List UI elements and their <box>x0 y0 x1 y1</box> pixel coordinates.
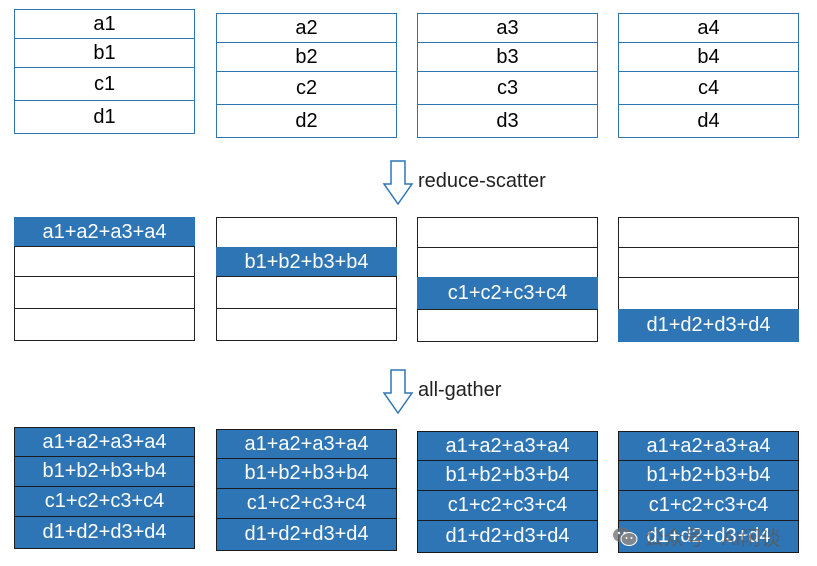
reduced-cell: c1+c2+c3+c4 <box>417 277 598 310</box>
input-cell: c2 <box>216 71 397 105</box>
input-column-1: a1 b1 c1 d1 <box>14 9 195 134</box>
input-cell: b2 <box>216 42 397 72</box>
input-cell: d2 <box>216 104 397 138</box>
empty-cell <box>14 308 195 341</box>
empty-cell <box>216 308 397 341</box>
gathered-cell: c1+c2+c3+c4 <box>216 488 397 519</box>
input-column-4: a4 b4 c4 d4 <box>618 13 799 138</box>
reduce-scatter-column-2: b1+b2+b3+b4 <box>216 217 397 341</box>
down-arrow-icon <box>382 369 414 415</box>
gathered-cell: c1+c2+c3+c4 <box>417 490 598 521</box>
input-column-3: a3 b3 c3 d3 <box>417 13 598 138</box>
reduce-scatter-column-3: c1+c2+c3+c4 <box>417 217 598 342</box>
watermark: 公众号 · AI闲谈 <box>612 522 781 551</box>
input-column-2: a2 b2 c2 d2 <box>216 13 397 138</box>
input-cell: c1 <box>14 67 195 101</box>
reduce-scatter-label: reduce-scatter <box>418 170 546 192</box>
input-cell: c4 <box>618 71 799 105</box>
gathered-cell: b1+b2+b3+b4 <box>14 456 195 487</box>
input-cell: a2 <box>216 13 397 43</box>
gathered-cell: d1+d2+d3+d4 <box>417 520 598 553</box>
reduced-cell: b1+b2+b3+b4 <box>216 247 397 277</box>
input-cell: a1 <box>14 9 195 39</box>
down-arrow-icon <box>382 160 414 206</box>
all-gather-label: all-gather <box>418 379 502 401</box>
input-cell: c3 <box>417 71 598 105</box>
input-cell: d4 <box>618 104 799 138</box>
input-cell: a4 <box>618 13 799 43</box>
gathered-cell: d1+d2+d3+d4 <box>216 518 397 551</box>
input-cell: d1 <box>14 100 195 134</box>
input-cell: b4 <box>618 42 799 72</box>
gathered-cell: a1+a2+a3+a4 <box>14 427 195 457</box>
empty-cell <box>417 309 598 342</box>
empty-cell <box>417 217 598 248</box>
empty-cell <box>618 217 799 248</box>
all-gather-column-2: a1+a2+a3+a4 b1+b2+b3+b4 c1+c2+c3+c4 d1+d… <box>216 429 397 551</box>
empty-cell <box>216 276 397 309</box>
reduce-scatter-column-1: a1+a2+a3+a4 <box>14 217 195 341</box>
gathered-cell: b1+b2+b3+b4 <box>417 460 598 491</box>
all-gather-column-4: a1+a2+a3+a4 b1+b2+b3+b4 c1+c2+c3+c4 d1+d… <box>618 431 799 553</box>
all-gather-column-1: a1+a2+a3+a4 b1+b2+b3+b4 c1+c2+c3+c4 d1+d… <box>14 427 195 549</box>
empty-cell <box>14 246 195 277</box>
empty-cell <box>14 276 195 309</box>
watermark-text: 公众号 · AI闲谈 <box>644 528 781 550</box>
gathered-cell: d1+d2+d3+d4 <box>14 516 195 549</box>
gathered-cell: c1+c2+c3+c4 <box>618 490 799 521</box>
input-cell: a3 <box>417 13 598 43</box>
reduced-cell: d1+d2+d3+d4 <box>618 309 799 342</box>
empty-cell <box>216 217 397 248</box>
empty-cell <box>618 247 799 278</box>
gathered-cell: d1+d2+d3+d4 <box>618 520 799 553</box>
gathered-cell: a1+a2+a3+a4 <box>618 431 799 461</box>
input-cell: b1 <box>14 38 195 68</box>
gathered-cell: b1+b2+b3+b4 <box>618 460 799 491</box>
empty-cell <box>618 277 799 310</box>
all-gather-column-3: a1+a2+a3+a4 b1+b2+b3+b4 c1+c2+c3+c4 d1+d… <box>417 431 598 553</box>
gathered-cell: c1+c2+c3+c4 <box>14 486 195 517</box>
reduce-scatter-column-4: d1+d2+d3+d4 <box>618 217 799 342</box>
input-cell: d3 <box>417 104 598 138</box>
gathered-cell: b1+b2+b3+b4 <box>216 458 397 489</box>
input-cell: b3 <box>417 42 598 72</box>
gathered-cell: a1+a2+a3+a4 <box>216 429 397 459</box>
reduced-cell: a1+a2+a3+a4 <box>14 217 195 247</box>
wechat-icon <box>613 527 638 546</box>
gathered-cell: a1+a2+a3+a4 <box>417 431 598 461</box>
empty-cell <box>417 247 598 278</box>
